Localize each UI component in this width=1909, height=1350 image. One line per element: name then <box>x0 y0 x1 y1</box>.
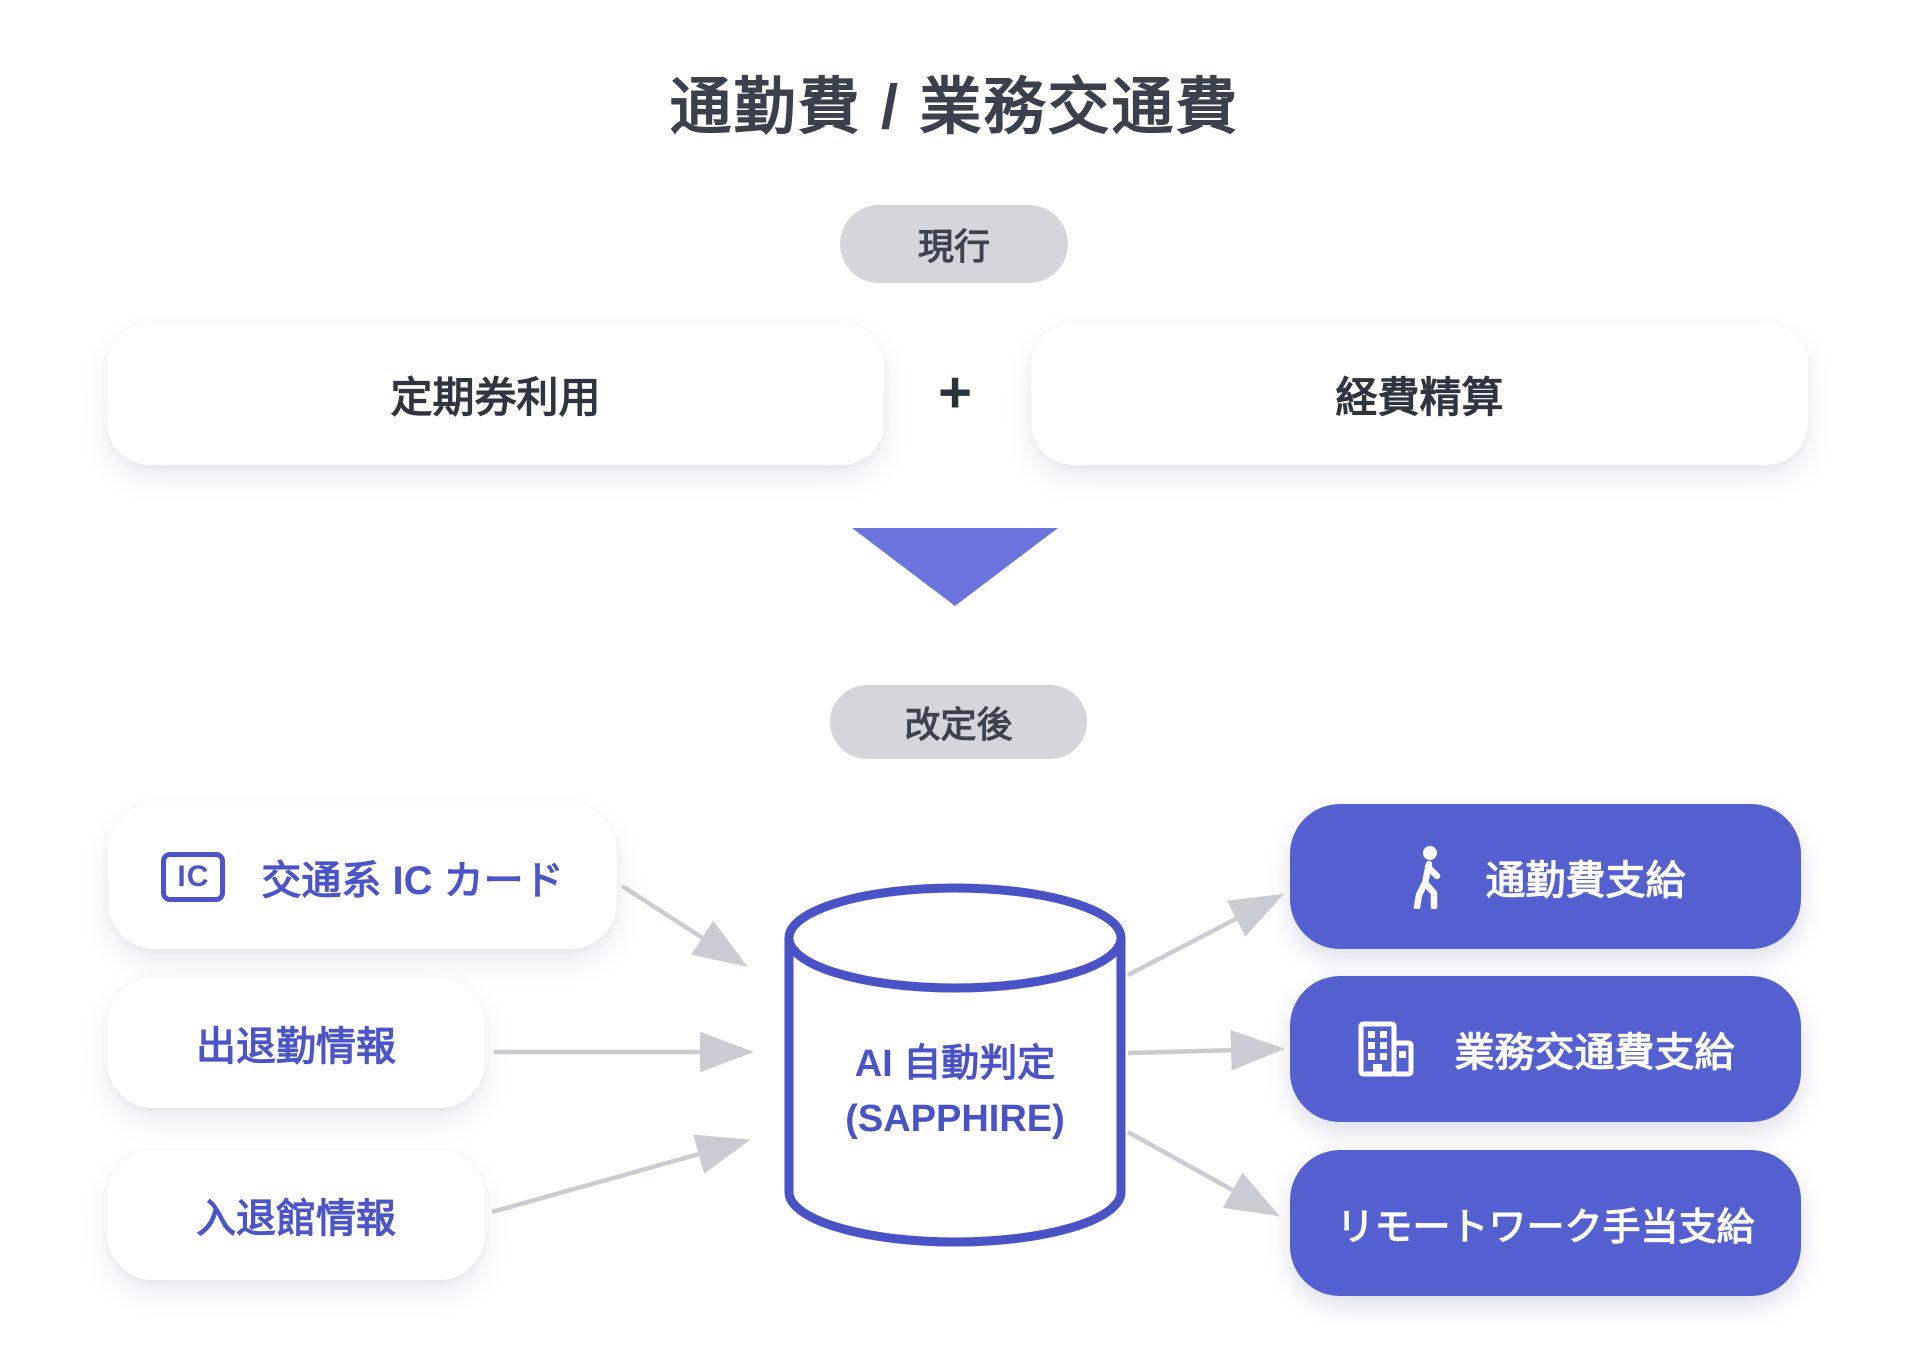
expense-settlement-box: 経費精算 <box>1031 323 1808 465</box>
ai-engine-subtitle: (SAPPHIRE) <box>845 1098 1065 1140</box>
input-ic-card-box: IC 交通系 IC カード <box>108 804 617 949</box>
input-ic-card-label: 交通系 IC カード <box>261 858 564 903</box>
output-commute-allowance-box: 通勤費支給 <box>1290 804 1801 949</box>
commuter-pass-label: 定期券利用 <box>390 373 601 421</box>
arrow-ic-to-ai <box>620 884 748 967</box>
commuter-pass-box: 定期券利用 <box>107 323 884 465</box>
database-cylinder-icon <box>784 883 1126 1247</box>
current-badge: 現行 <box>840 205 1068 283</box>
plus-operator: + <box>938 359 972 425</box>
building-icon <box>1358 1021 1413 1077</box>
revised-badge-label: 改定後 <box>904 704 1013 745</box>
input-entry-exit-label: 入退館情報 <box>196 1197 396 1241</box>
down-triangle-icon <box>852 528 1058 606</box>
expense-settlement-label: 経費精算 <box>1335 373 1504 421</box>
current-badge-label: 現行 <box>917 226 990 267</box>
ai-engine-title: AI 自動判定 <box>854 1043 1056 1085</box>
ic-card-icon: IC <box>161 851 226 902</box>
input-attendance-box: 出退勤情報 <box>107 978 485 1108</box>
output-business-transport-label: 業務交通費支給 <box>1454 1031 1735 1075</box>
arrow-ai-to-business <box>1127 1029 1285 1071</box>
walk-icon <box>1413 845 1440 909</box>
arrow-entry-to-ai <box>491 1134 751 1215</box>
revised-badge: 改定後 <box>830 685 1087 759</box>
input-attendance-label: 出退勤情報 <box>196 1025 396 1069</box>
output-commute-allowance-label: 通勤費支給 <box>1485 858 1686 903</box>
output-business-transport-box: 業務交通費支給 <box>1290 976 1801 1122</box>
arrow-ai-to-remote <box>1126 1130 1280 1217</box>
arrow-ai-to-commute <box>1126 893 1284 977</box>
page-title: 通勤費 / 業務交通費 <box>669 73 1240 142</box>
output-remote-allowance-label: リモートワーク手当支給 <box>1336 1206 1755 1249</box>
input-entry-exit-box: 入退館情報 <box>107 1150 485 1280</box>
output-remote-allowance-box: リモートワーク手当支給 <box>1290 1150 1801 1296</box>
